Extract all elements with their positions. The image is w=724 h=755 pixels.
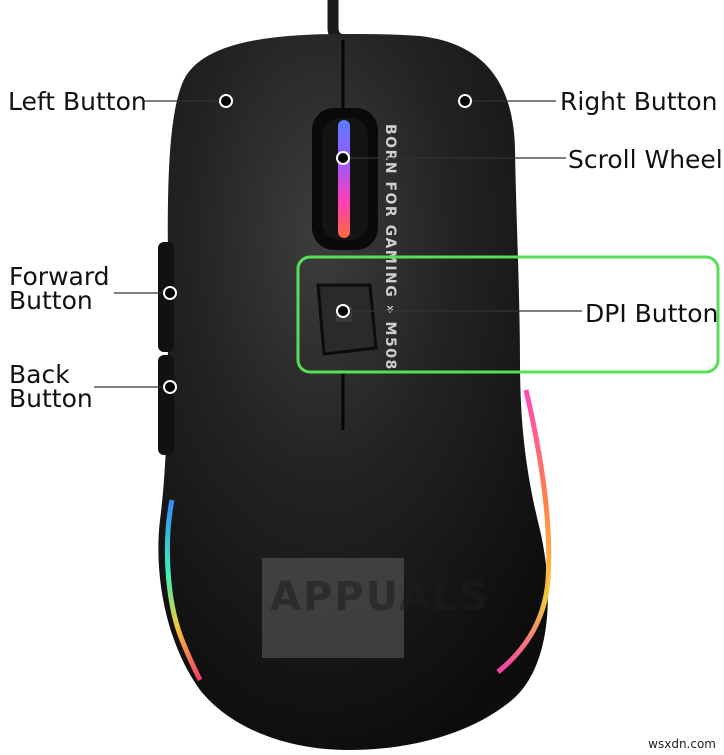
- watermark-box: [262, 558, 404, 658]
- leader-lines: [94, 100, 582, 388]
- rgb-strip-right: [496, 389, 552, 674]
- marker-dots: [163, 94, 472, 394]
- label-scroll-wheel: Scroll Wheel: [568, 145, 723, 174]
- label-forward-button: Forward Button: [9, 262, 110, 315]
- mouse-body: [158, 34, 548, 750]
- watermark-logo: APPUALS: [270, 574, 491, 620]
- mouse-branding: BORN FOR GAMING » M508: [382, 124, 398, 371]
- back-button-shape: [158, 355, 174, 455]
- dpi-highlight-box: [296, 255, 720, 374]
- label-back-button: Back Button: [9, 360, 93, 413]
- label-dpi-button: DPI Button: [585, 299, 719, 328]
- site-credit: wsxdn.com: [648, 737, 716, 751]
- scroll-wheel-shape: [338, 120, 350, 238]
- label-right-button: Right Button: [560, 87, 718, 116]
- rgb-strip-left: [164, 499, 203, 682]
- label-left-button: Left Button: [8, 87, 147, 116]
